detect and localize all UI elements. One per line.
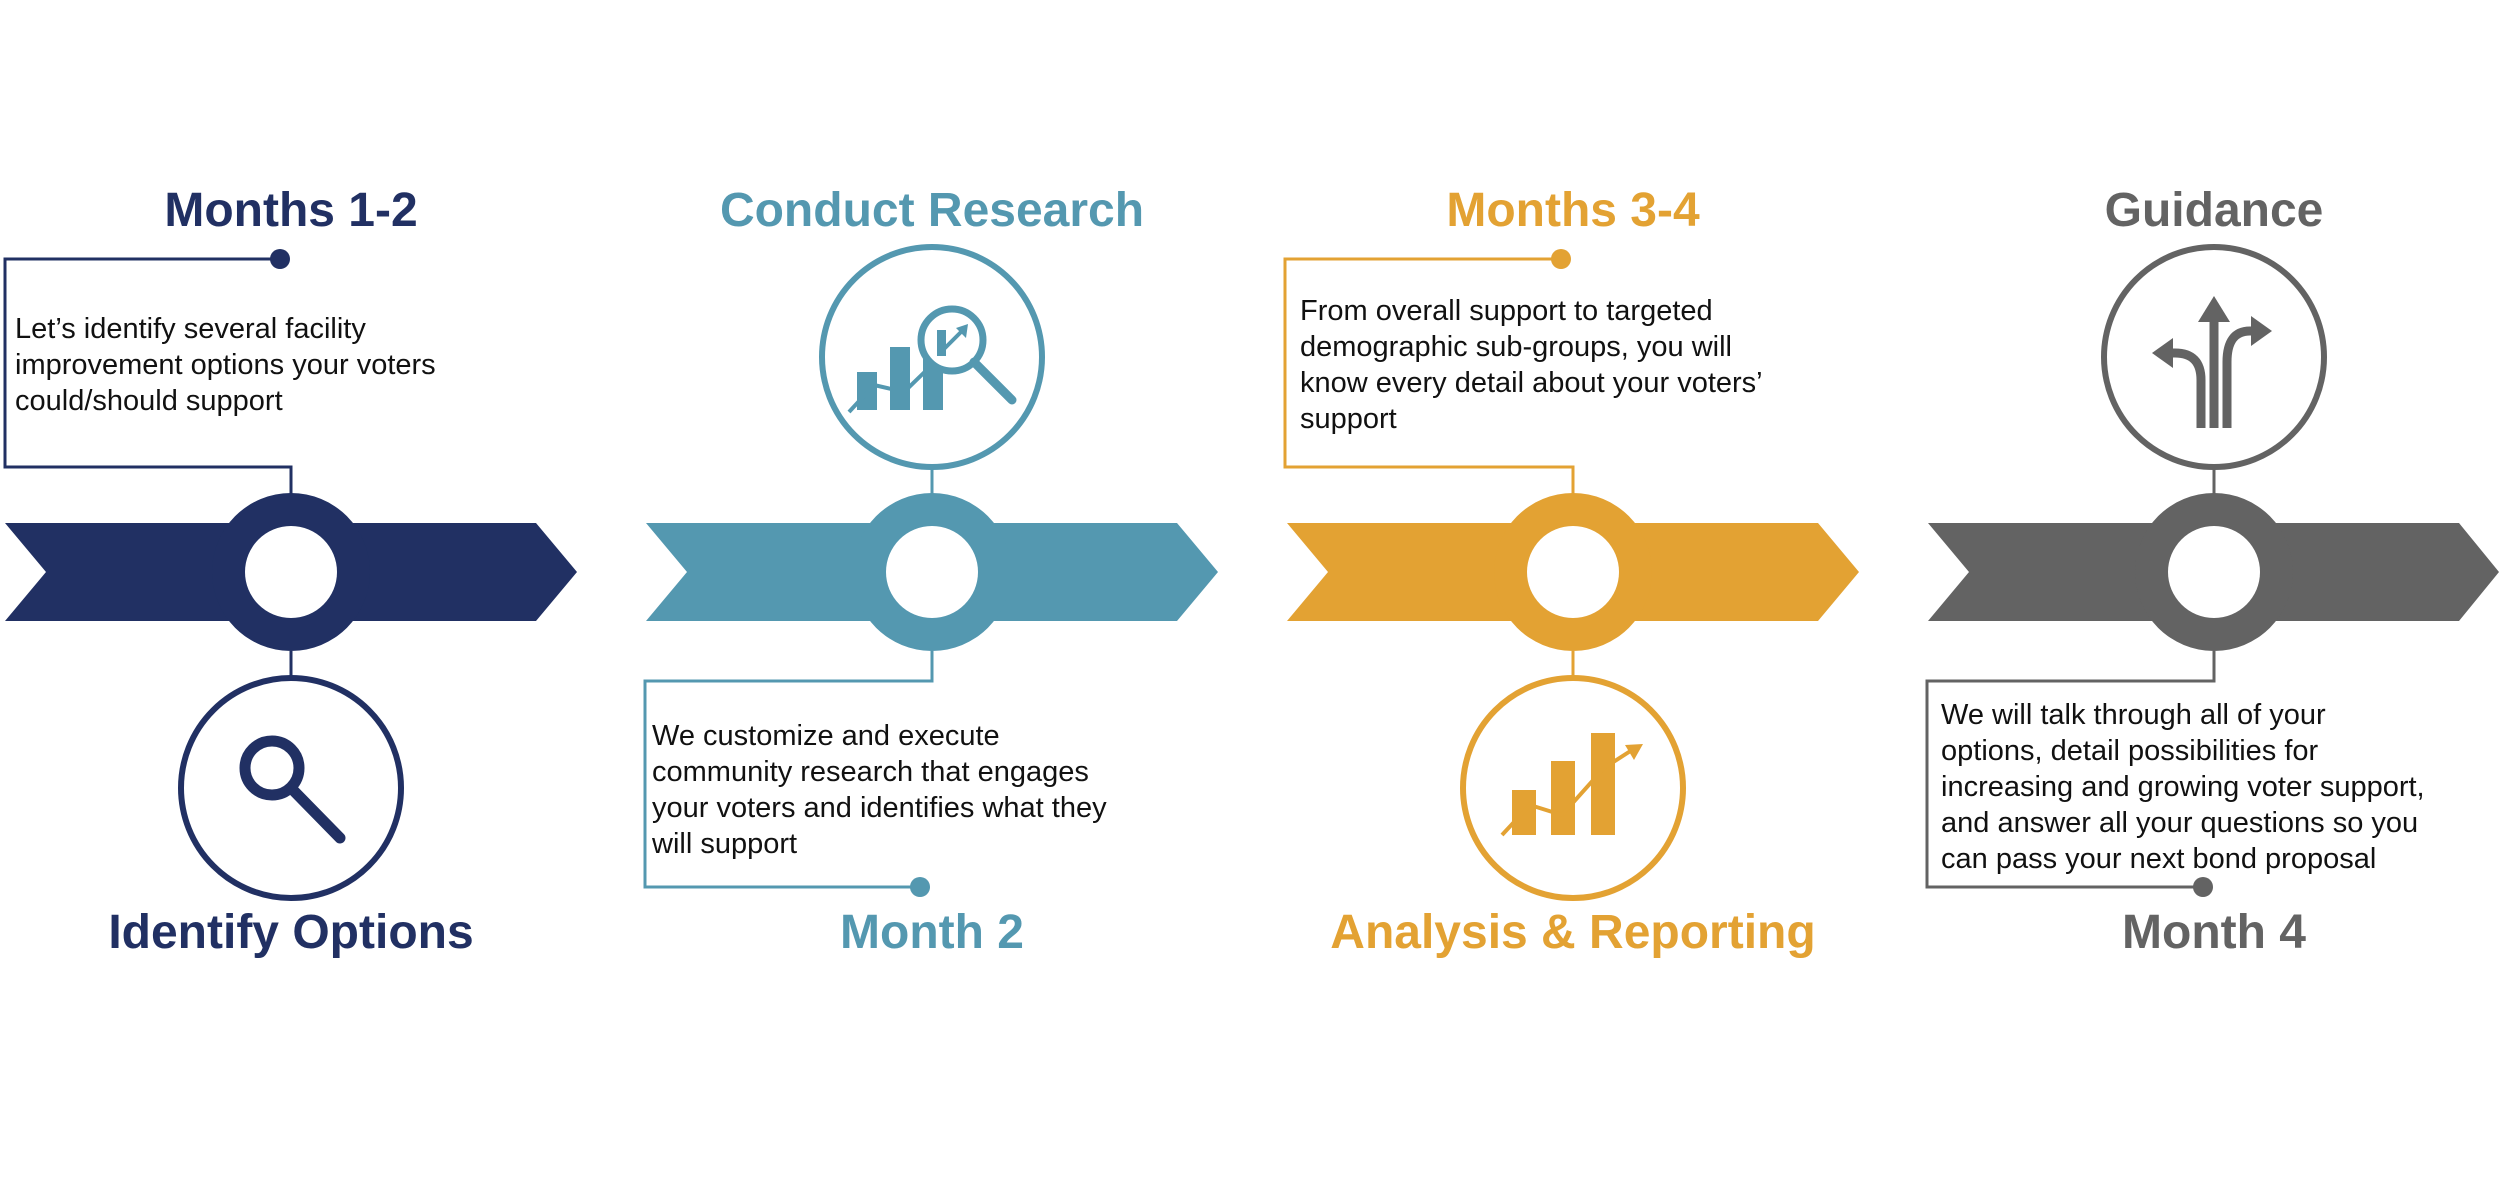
hub-center [1527, 526, 1619, 618]
stage-bottom-label: Month 4 [2122, 906, 2306, 959]
stage-top-label: Months 3-4 [1446, 184, 1700, 237]
stage-description: We customize and execute community resea… [651, 720, 1115, 860]
stage-conduct-research: Conduct Research We customize and execut… [643, 184, 1218, 959]
hub-center [886, 526, 978, 618]
stage-description: Let’s identify several facility improvem… [15, 313, 444, 417]
stage-bottom-label: Identify Options [108, 906, 473, 959]
bracket-dot [270, 249, 290, 269]
bracket-dot [910, 877, 930, 897]
stage-guidance: Guidance We will talk through all of you… [1925, 184, 2499, 959]
stage-analysis-reporting: Months 3-4 From overall support to targe… [1283, 184, 1859, 959]
arrowheads [2152, 296, 2272, 368]
stage-top-label: Months 1-2 [164, 184, 417, 237]
magnifier-icon [239, 735, 346, 844]
stage-description: We will talk through all of your options… [1941, 699, 2433, 875]
stage-description: From overall support to targeted demogra… [1300, 295, 1770, 435]
description-bracket [1283, 257, 1575, 495]
description-bracket [643, 651, 934, 889]
research-chart-magnifier-icon [847, 305, 1017, 414]
bar-chart-growth-icon [1500, 733, 1643, 837]
stage-bottom-label: Month 2 [840, 906, 1024, 959]
stage-bottom-label: Analysis & Reporting [1330, 906, 1815, 959]
hub-center [2168, 526, 2260, 618]
bracket-dot [2193, 877, 2213, 897]
description-bracket [3, 257, 293, 495]
stage-identify-options: Months 1-2 Let’s identify several facili… [3, 184, 577, 959]
stage-top-label: Guidance [2105, 184, 2324, 237]
split-arrows-icon [2168, 318, 2258, 428]
stage-top-label: Conduct Research [720, 184, 1144, 237]
bracket-dot [1551, 249, 1571, 269]
hub-center [245, 526, 337, 618]
description-bracket [1925, 651, 2216, 889]
